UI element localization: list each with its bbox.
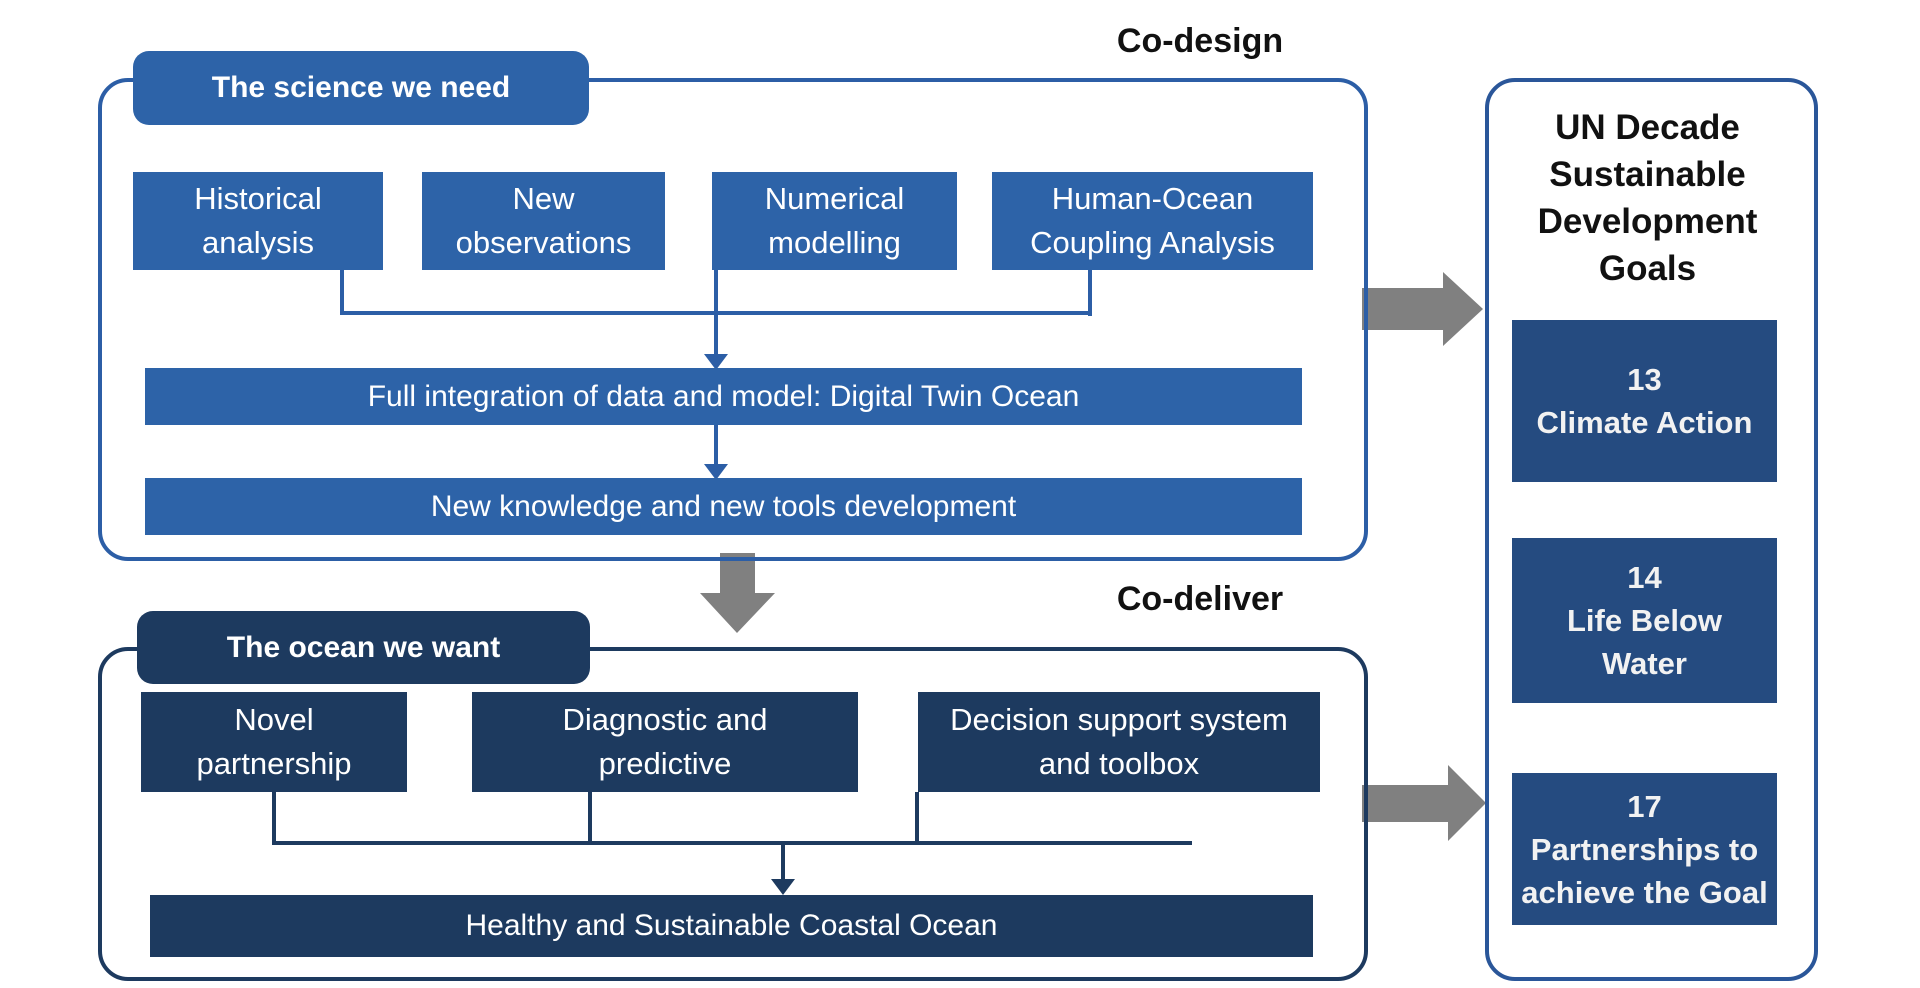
arrow-right-bottom-icon (1362, 765, 1486, 841)
human-ocean-coupling-box: Human-Ocean Coupling Analysis (992, 172, 1313, 270)
novel-partnership-box: Novel partnership (141, 692, 407, 792)
sdg-goal-17-label: Partnerships to achieve the Goal (1521, 831, 1768, 910)
sdg-panel-title: UN Decade Sustainable Development Goals (1485, 104, 1810, 292)
codeliver-label: Co-deliver (1116, 580, 1284, 618)
healthy-ocean-label: Healthy and Sustainable Coastal Ocean (465, 909, 998, 942)
sdg-goal-14-box: 14 Life Below Water (1512, 538, 1777, 703)
sdg-panel-outline (1485, 78, 1818, 981)
novel-partnership-label: Novel partnership (196, 702, 352, 781)
arrow-down-icon (700, 553, 775, 633)
sdg-goal-13-number: 13 (1627, 362, 1662, 397)
new-observations-box: New observations (422, 172, 665, 270)
sdg-goal-14-number: 14 (1627, 560, 1662, 595)
sdg-goal-14-label: Life Below Water (1566, 603, 1722, 681)
science-we-need-title-text: The science we need (211, 71, 511, 104)
full-integration-box: Full integration of data and model: Digi… (145, 368, 1302, 425)
historical-analysis-label: Historical analysis (194, 181, 322, 260)
decision-support-box: Decision support system and toolbox (918, 692, 1320, 792)
sdg-goal-17-number: 17 (1627, 788, 1662, 824)
diagnostic-predictive-box: Diagnostic and predictive (472, 692, 858, 792)
codesign-label: Co-design (1116, 22, 1284, 60)
healthy-ocean-box: Healthy and Sustainable Coastal Ocean (150, 895, 1313, 957)
human-ocean-coupling-label: Human-Ocean Coupling Analysis (1030, 181, 1275, 260)
sdg-goal-17-box: 17 Partnerships to achieve the Goal (1512, 773, 1777, 925)
new-knowledge-box: New knowledge and new tools development (145, 478, 1302, 535)
ocean-we-want-title-text: The ocean we want (226, 630, 501, 664)
diagnostic-predictive-label: Diagnostic and predictive (562, 702, 768, 781)
sdg-goal-13-box: 13 Climate Action (1512, 320, 1777, 482)
new-knowledge-label: New knowledge and new tools development (430, 489, 1017, 523)
decision-support-label: Decision support system and toolbox (950, 702, 1288, 781)
science-we-need-title: The science we need (133, 51, 589, 125)
new-observations-label: New observations (455, 181, 632, 260)
codesign-section-outline (98, 78, 1368, 561)
codeliver-section-outline (98, 647, 1368, 981)
historical-analysis-box: Historical analysis (133, 172, 383, 270)
sdg-goal-13-label: Climate Action (1536, 405, 1753, 440)
numerical-modelling-label: Numerical modelling (764, 181, 905, 260)
numerical-modelling-box: Numerical modelling (712, 172, 957, 270)
arrow-right-top-icon (1362, 272, 1483, 346)
ocean-we-want-title: The ocean we want (137, 611, 590, 684)
sdg-panel-title-text: UN Decade Sustainable Development Goals (1537, 108, 1758, 288)
full-integration-label: Full integration of data and model: Digi… (367, 379, 1080, 413)
